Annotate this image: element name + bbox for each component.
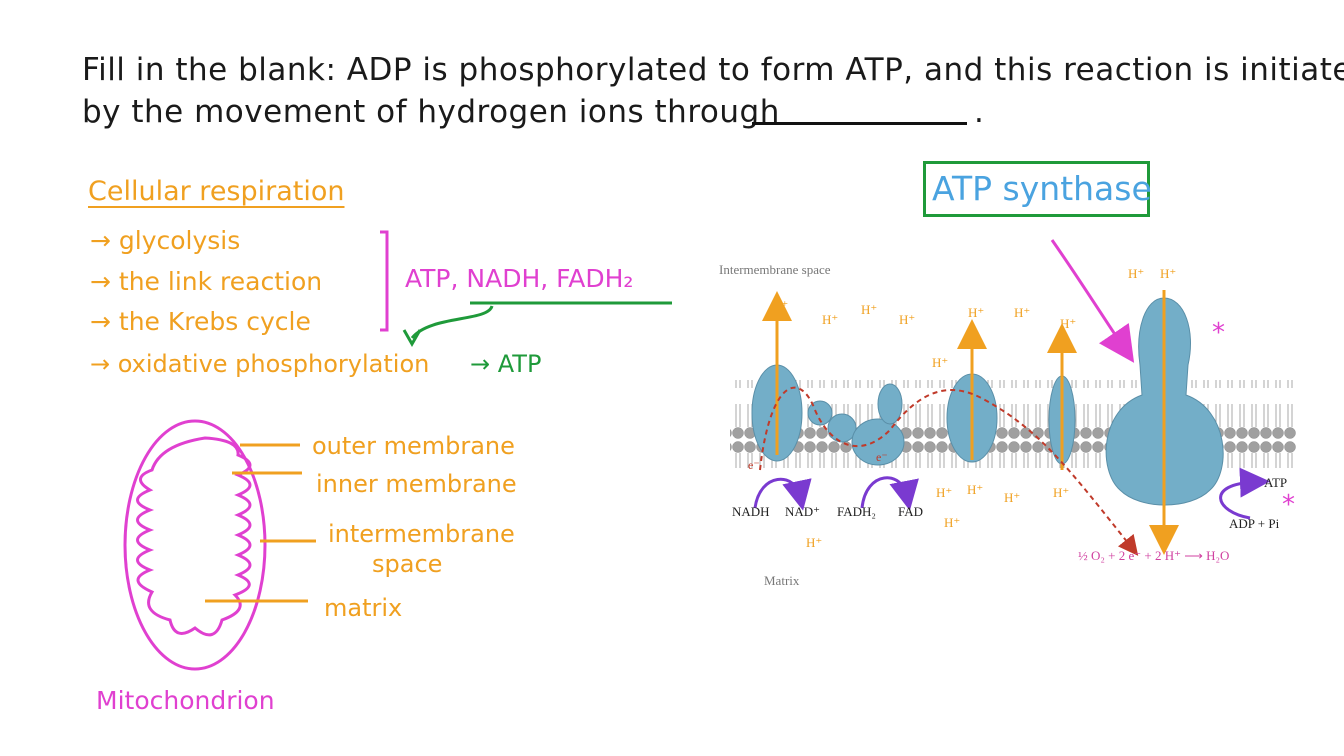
outer-membrane (123, 419, 267, 671)
nadh-arrow (753, 477, 812, 511)
label-space: space (372, 550, 443, 578)
complex-ii-b (851, 418, 905, 466)
h-plus-8: H⁺ (1060, 316, 1077, 331)
h-plus-16: H⁺ (806, 535, 823, 550)
fadh2-arrow (860, 476, 919, 511)
star-mark-2: * (1282, 490, 1295, 520)
adp-pi-label: ADP + Pi (1229, 516, 1280, 531)
products-arrow (410, 305, 494, 340)
atp-output-label: ATP (1264, 475, 1288, 490)
oxygen-reaction: ½ O₂ + 2 e⁻ + 2 H⁺ ⟶ H₂O (1078, 548, 1230, 563)
fadh2-label: FADH₂ (837, 504, 876, 519)
ubiquinone (807, 400, 833, 426)
fad-label: FAD (898, 504, 924, 519)
question-end-period: . (974, 94, 985, 130)
h-plus-11: H⁺ (936, 485, 953, 500)
h-plus-6: H⁺ (1014, 305, 1031, 320)
answer-label: ATP synthase (932, 169, 1152, 208)
matrix-label: Matrix (764, 573, 800, 588)
h-plus-13: H⁺ (1004, 490, 1021, 505)
electron-path (759, 386, 1139, 556)
nadh-label: NADH (732, 504, 770, 519)
h-plus-7: H⁺ (932, 355, 949, 370)
complex-ii-a (827, 413, 857, 443)
h-plus-3: H⁺ (861, 302, 878, 317)
h-plus-12: H⁺ (967, 482, 984, 497)
complex-ii-c (877, 383, 903, 425)
h-plus-15: H⁺ (944, 515, 961, 530)
electron-label-1: e⁻ (748, 458, 760, 472)
question-line-2: by the movement of hydrogen ions through (82, 94, 780, 130)
h-plus-10: H⁺ (1160, 266, 1177, 281)
label-outer-membrane: outer membrane (312, 432, 515, 460)
star-mark-1: * (1212, 318, 1225, 348)
atp-arrow (1219, 467, 1270, 520)
label-matrix: matrix (324, 594, 403, 622)
h-plus-4: H⁺ (899, 312, 916, 327)
h-plus-14: H⁺ (1053, 485, 1070, 500)
notes-heading: Cellular respiration (88, 176, 345, 207)
label-intermembrane: intermembrane (328, 520, 515, 548)
pointer-arrow (1050, 239, 1135, 363)
answer-blank (752, 122, 967, 125)
step-oxidative-phosphorylation: → oxidative phosphorylation (90, 350, 430, 378)
label-inner-membrane: inner membrane (316, 470, 517, 498)
intermembrane-space-label: Intermembrane space (719, 262, 831, 277)
step-link-reaction: → the link reaction (90, 267, 323, 296)
step-glycolysis: → glycolysis (90, 226, 241, 255)
products-arrow-head (402, 329, 422, 348)
h-plus-1: H⁺ (772, 298, 789, 313)
h-plus-5: H⁺ (968, 305, 985, 320)
answer-box (923, 161, 1150, 217)
electron-label-2: e⁻ (876, 450, 888, 464)
mitochondrion-title: Mitochondrion (96, 686, 275, 715)
oxphos-product: → ATP (470, 350, 542, 378)
h-plus-9: H⁺ (1128, 266, 1145, 281)
inner-membrane-cristae (136, 436, 252, 637)
step-krebs-cycle: → the Krebs cycle (90, 307, 311, 336)
products-label: ATP, NADH, FADH₂ (405, 264, 634, 293)
bracket (380, 230, 389, 332)
question-line-1: Fill in the blank: ADP is phosphorylated… (82, 52, 1344, 88)
h-plus-2: H⁺ (822, 312, 839, 327)
nad-plus-label: NAD⁺ (785, 504, 821, 519)
